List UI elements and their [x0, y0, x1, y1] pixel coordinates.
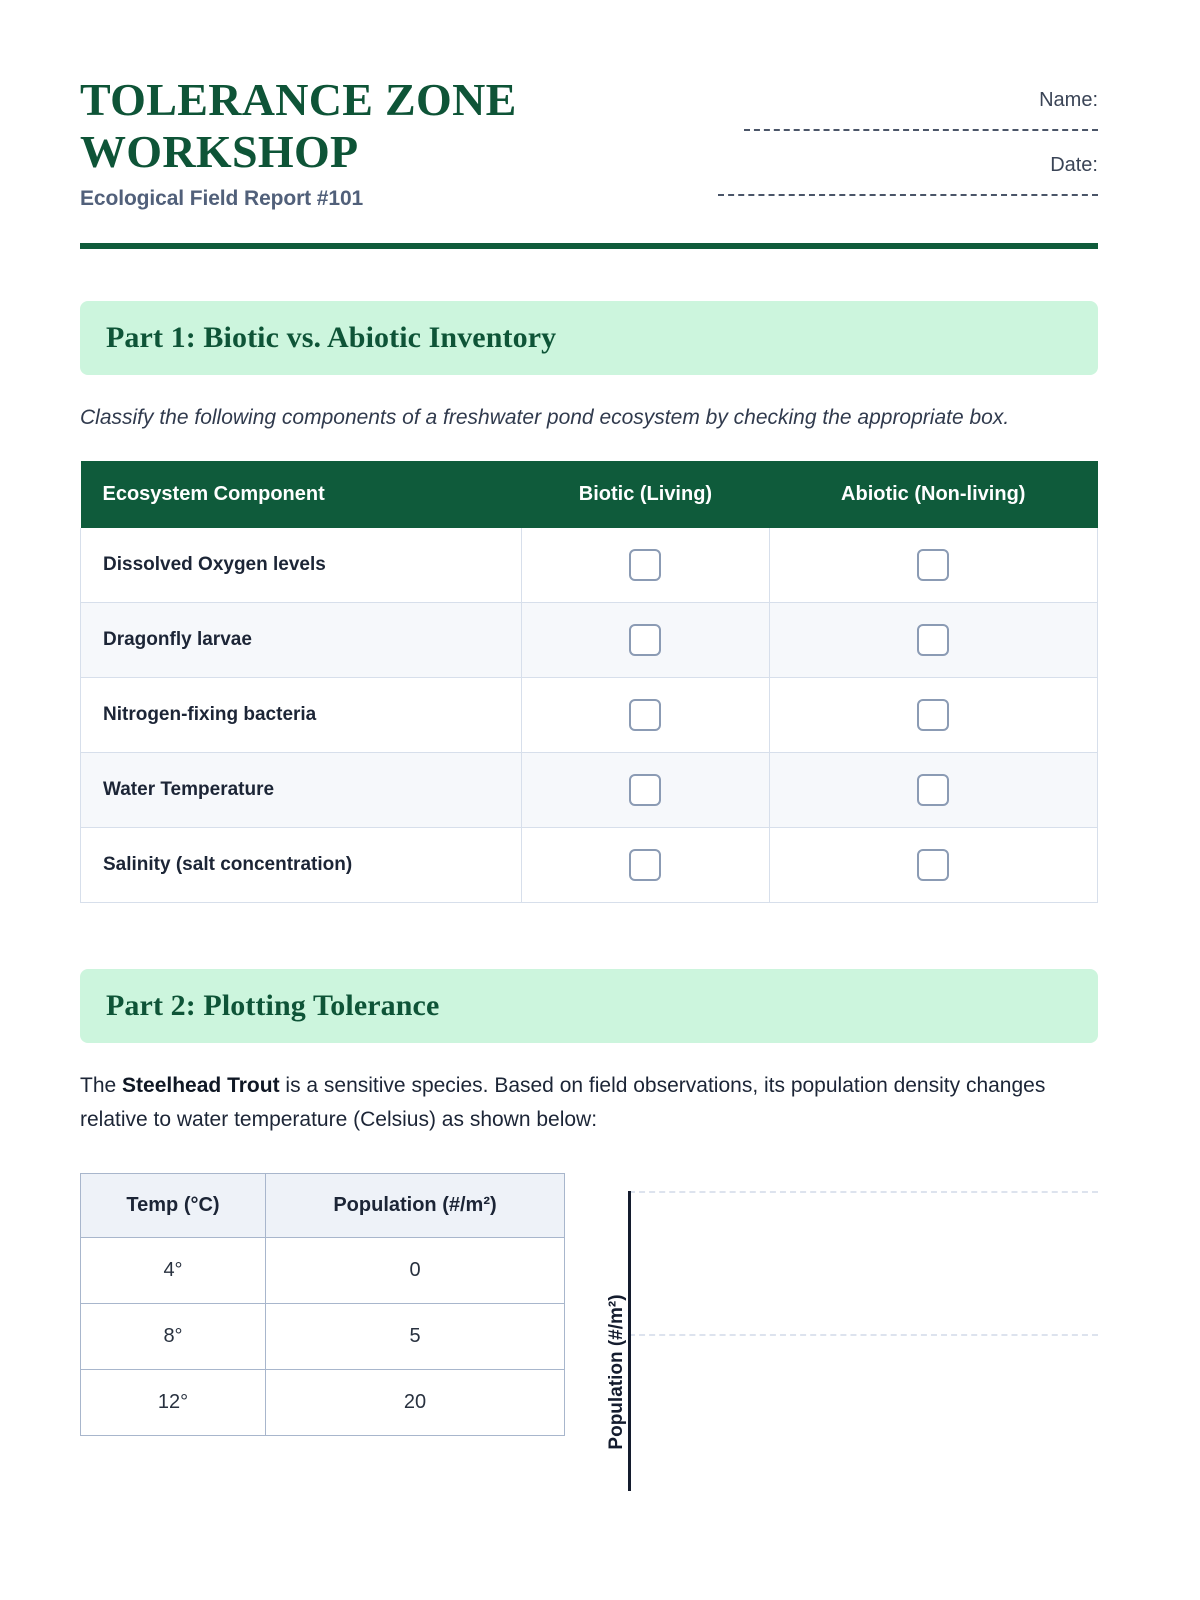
component-label: Dissolved Oxygen levels [79, 528, 523, 604]
column-header-population: Population (#/m²) [265, 1173, 565, 1239]
temp-value: 8° [80, 1303, 266, 1371]
column-header-abiotic: Abiotic (Non-living) [769, 461, 1098, 529]
table-row: Dragonfly larvae [79, 602, 1098, 679]
species-name: Steelhead Trout [122, 1074, 280, 1098]
table-row: 12° 20 [80, 1369, 565, 1437]
temperature-population-table: Temp (°C) Population (#/m²) 4° 0 8° 5 12… [80, 1173, 565, 1437]
abiotic-checkbox-cell[interactable] [768, 602, 1098, 679]
intro-text-post: is a sensitive species. Based on field o… [80, 1074, 1046, 1132]
y-axis-line [628, 1191, 631, 1492]
column-header-component: Ecosystem Component [80, 461, 522, 529]
page-content: TOLERANCE ZONE WORKSHOP Ecological Field… [79, 0, 1098, 1492]
abiotic-checkbox-cell[interactable] [768, 827, 1098, 904]
part2-banner-title: Part 2: Plotting Tolerance [106, 989, 440, 1023]
population-value: 5 [265, 1303, 565, 1371]
table-row: Salinity (salt concentration) [79, 827, 1098, 904]
component-label: Nitrogen-fixing bacteria [79, 677, 523, 754]
intro-text-pre: The [80, 1074, 123, 1098]
abiotic-checkbox-cell[interactable] [768, 677, 1098, 754]
abiotic-checkbox-cell[interactable] [768, 752, 1098, 829]
component-label: Water Temperature [79, 752, 523, 829]
column-header-biotic: Biotic (Living) [521, 461, 769, 529]
abiotic-checkbox[interactable] [917, 849, 950, 882]
y-axis-label: Population (#/m²) [606, 1294, 627, 1450]
part2-banner: Part 2: Plotting Tolerance [80, 969, 1098, 1044]
part1-banner: Part 1: Biotic vs. Abiotic Inventory [80, 301, 1098, 376]
biotic-checkbox[interactable] [629, 699, 662, 732]
population-value: 0 [265, 1237, 565, 1305]
population-plot-chart: Population (#/m²) [601, 1191, 1098, 1492]
table-row: 4° 0 [80, 1237, 565, 1305]
abiotic-checkbox[interactable] [917, 699, 950, 732]
header-fields-block: Name: Date: [718, 74, 1098, 196]
header-title-block: TOLERANCE ZONE WORKSHOP Ecological Field… [80, 74, 640, 211]
name-field-row: Name: [718, 88, 1098, 131]
biotic-checkbox[interactable] [629, 624, 662, 657]
part1-instructions: Classify the following components of a f… [80, 406, 1010, 430]
abiotic-checkbox[interactable] [917, 624, 950, 657]
date-field-row: Date: [718, 153, 1098, 196]
biotic-checkbox[interactable] [629, 849, 662, 882]
part1-banner-title: Part 1: Biotic vs. Abiotic Inventory [106, 321, 557, 355]
population-value: 20 [265, 1369, 565, 1437]
part2-intro-paragraph: The Steelhead Trout is a sensitive speci… [80, 1069, 1098, 1137]
gridline [629, 1191, 1098, 1194]
gridline [629, 1334, 1098, 1337]
temp-value: 4° [80, 1237, 266, 1305]
table-row: Water Temperature [79, 752, 1098, 829]
part2-plot-area: Temp (°C) Population (#/m²) 4° 0 8° 5 12… [80, 1173, 1098, 1492]
date-label: Date: [1050, 154, 1098, 176]
page-subtitle: Ecological Field Report #101 [80, 187, 364, 211]
name-label: Name: [1039, 89, 1098, 111]
table-row: Dissolved Oxygen levels [79, 528, 1098, 604]
component-label: Dragonfly larvae [79, 602, 523, 679]
classification-table: Ecosystem Component Biotic (Living) Abio… [79, 461, 1098, 904]
column-header-temp: Temp (°C) [80, 1173, 266, 1239]
component-label: Salinity (salt concentration) [79, 827, 523, 904]
biotic-checkbox-cell[interactable] [521, 602, 770, 679]
biotic-checkbox[interactable] [629, 774, 662, 807]
data-table-header-row: Temp (°C) Population (#/m²) [80, 1173, 565, 1239]
biotic-checkbox-cell[interactable] [521, 827, 770, 904]
name-input-line[interactable] [744, 129, 1098, 131]
header-divider [80, 243, 1098, 250]
date-input-line[interactable] [718, 194, 1098, 196]
biotic-checkbox-cell[interactable] [521, 677, 770, 754]
table-row: 8° 5 [80, 1303, 565, 1371]
page-title: TOLERANCE ZONE WORKSHOP [80, 74, 517, 177]
abiotic-checkbox[interactable] [917, 549, 950, 582]
abiotic-checkbox-cell[interactable] [768, 528, 1098, 604]
temp-value: 12° [80, 1369, 266, 1437]
table-row: Nitrogen-fixing bacteria [79, 677, 1098, 754]
biotic-checkbox-cell[interactable] [521, 752, 770, 829]
abiotic-checkbox[interactable] [917, 774, 950, 807]
document-header: TOLERANCE ZONE WORKSHOP Ecological Field… [80, 0, 1098, 211]
biotic-checkbox-cell[interactable] [521, 528, 770, 604]
chart-gridlines [629, 1191, 1098, 1491]
biotic-checkbox[interactable] [629, 549, 662, 582]
classification-table-header-row: Ecosystem Component Biotic (Living) Abio… [80, 461, 1098, 529]
